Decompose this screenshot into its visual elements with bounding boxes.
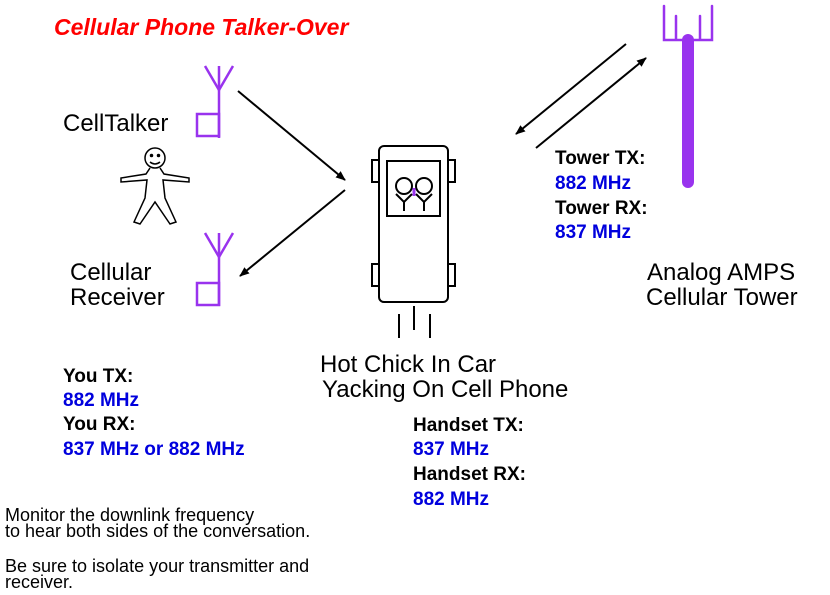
tower-label-line2: Cellular Tower [646, 284, 798, 311]
downlink-arrow-car-to-receiver [239, 189, 346, 277]
note-line1: Monitor the downlink frequency [5, 505, 255, 525]
uplink-arrow-celltalker-to-car [237, 90, 346, 181]
downlink-arrow-tower-to-car [515, 43, 627, 135]
car-icon [371, 145, 456, 338]
handset-rx-label: Handset RX: [413, 464, 526, 485]
car-label-line2: Yacking On Cell Phone [322, 376, 569, 403]
tower-tx-label: Tower TX: [555, 148, 646, 169]
celltalker-label: CellTalker [63, 110, 169, 137]
you-rx-frequency: 837 MHz or 882 MHz [63, 439, 245, 460]
cell-tower-icon [662, 4, 714, 188]
receiver-antenna-icon [195, 232, 235, 307]
handset-rx-frequency: 882 MHz [413, 489, 490, 510]
tower-tx-frequency: 882 MHz [555, 173, 632, 194]
uplink-arrow-car-to-tower [535, 57, 647, 149]
car-label-line1: Hot Chick In Car [320, 351, 497, 378]
person-icon [120, 147, 190, 225]
handset-tx-frequency: 837 MHz [413, 439, 490, 460]
receiver-label-line1: Cellular [70, 259, 152, 286]
note-line2: to hear both sides of the conversation. [5, 521, 311, 541]
you-tx-label: You TX: [63, 366, 134, 387]
you-tx-frequency: 882 MHz [63, 390, 140, 411]
receiver-label-line2: Receiver [70, 284, 165, 311]
you-rx-label: You RX: [63, 414, 136, 435]
handset-tx-label: Handset TX: [413, 415, 524, 436]
note-line3: Be sure to isolate your transmitter and [5, 556, 310, 576]
tower-rx-label: Tower RX: [555, 198, 648, 219]
celltalker-antenna-icon [195, 65, 235, 138]
note-line4: receiver. [5, 572, 74, 592]
tower-rx-frequency: 837 MHz [555, 222, 632, 243]
tower-label-line1: Analog AMPS [647, 259, 796, 286]
diagram-title: Cellular Phone Talker-Over [54, 14, 349, 40]
